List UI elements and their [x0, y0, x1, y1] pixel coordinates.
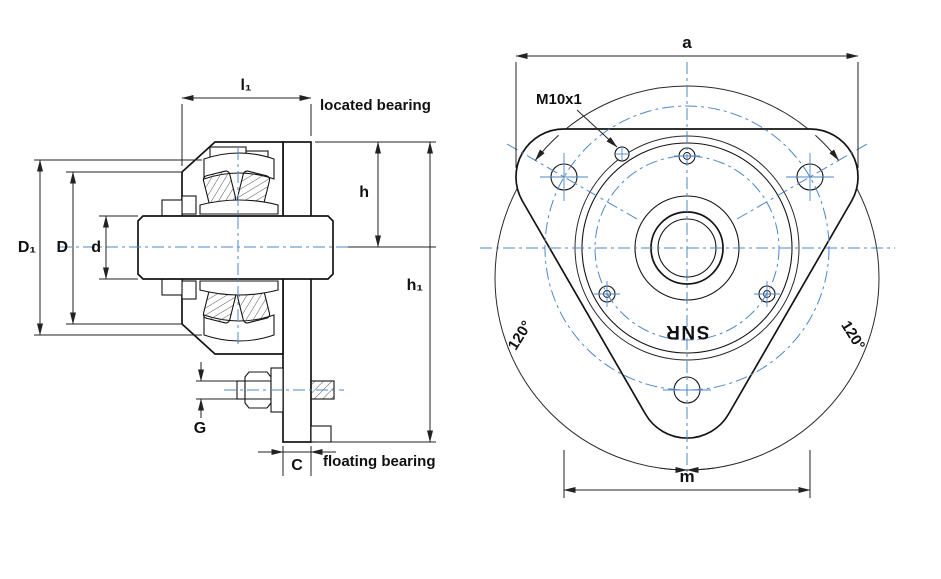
locknut-top: [161, 199, 183, 217]
dim-label-C: C: [291, 457, 303, 474]
floating-bearing-label: floating bearing: [323, 453, 436, 470]
seal-collar-top: [181, 195, 197, 215]
angle-label-right: 120°: [837, 318, 868, 353]
locknut-bottom: [161, 278, 183, 296]
dimension-l1: l₁: [181, 77, 312, 166]
radial-centerline-left: [506, 143, 638, 220]
brand-text: SNR: [665, 321, 710, 342]
bolt-circle-centerline: [544, 105, 830, 391]
dim-label-D1: D₁: [18, 239, 37, 256]
dim-label-a: a: [682, 33, 692, 52]
dim-label-h1: h₁: [407, 277, 424, 294]
seal-collar-bottom: [181, 280, 197, 300]
flange-plate: [282, 141, 312, 443]
side-view: l₁ located bearing h h₁ D₁ D: [18, 77, 436, 476]
dim-label-m: m: [679, 467, 694, 486]
thread-callout: M10x1: [536, 91, 618, 148]
front-view: a m M10x1 120° 120° SNR: [480, 33, 895, 498]
inner-ring-top: [199, 199, 279, 215]
dim-label-D: D: [56, 239, 68, 256]
dim-label-l1: l₁: [240, 77, 251, 94]
dimension-m: m: [563, 450, 811, 498]
radial-centerline-right: [736, 143, 868, 220]
dim-label-G: G: [194, 420, 206, 437]
angle-dimension-arrows: [534, 134, 840, 473]
dimension-D1: D₁: [18, 159, 202, 336]
inner-ring-bottom: [199, 280, 279, 296]
dimension-a: a: [515, 33, 859, 168]
flange-foot-step: [310, 425, 332, 443]
thread-label: M10x1: [536, 91, 582, 108]
dim-label-d: d: [91, 239, 101, 256]
dimension-d: d: [91, 215, 138, 280]
angle-label-left: 120°: [505, 318, 536, 353]
dimension-G: G: [194, 362, 237, 437]
dimension-h-h1: h h₁: [315, 141, 436, 443]
dimension-D: D: [56, 171, 182, 325]
hole-crosshairs: [540, 146, 834, 391]
located-bearing-label: located bearing: [320, 97, 431, 114]
dim-label-h: h: [359, 184, 369, 201]
shaft: [137, 215, 334, 280]
dimension-C: C: [258, 446, 336, 476]
